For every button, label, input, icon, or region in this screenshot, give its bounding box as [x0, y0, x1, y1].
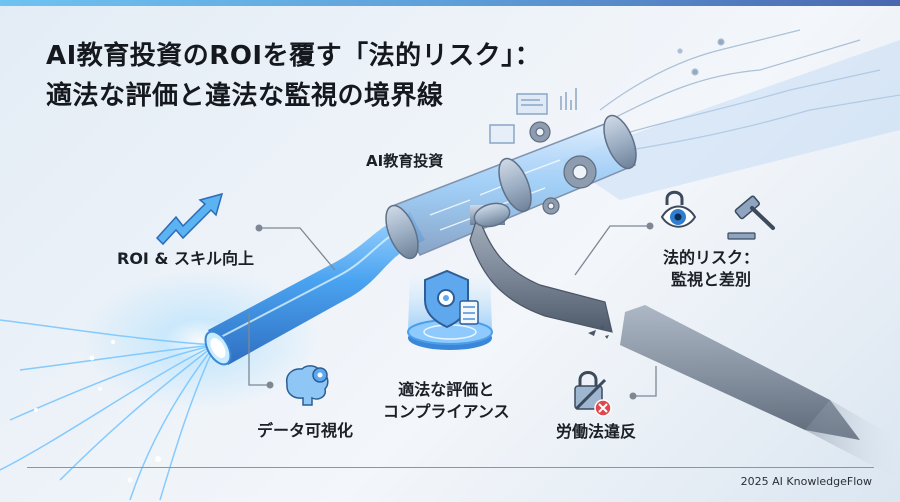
label-legal-risk: 法的リスク： 監視と差別 [663, 247, 759, 291]
floating-chart-icon [489, 88, 577, 144]
healthy-pipe [208, 212, 425, 365]
brain-gear-icon [285, 365, 329, 406]
label-roi-skill: ROI & スキル向上 [117, 249, 254, 268]
connector-lines [248, 225, 657, 397]
broken-pipe-lower [620, 305, 860, 440]
data-beam [560, 40, 900, 200]
broken-pipe-upper [469, 213, 613, 333]
title-line-1: AI教育投資のROIを覆す「法的リスク」： [46, 41, 542, 71]
pipe-label-ai-investment: AI教育投資 [366, 152, 444, 170]
label-labor-law-violation: 労働法違反 [556, 422, 637, 441]
eye-lock-icon [660, 190, 697, 228]
accent-bar [0, 0, 900, 6]
label-legal-risk-line-2: 監視と差別 [671, 270, 752, 289]
footer-divider [27, 467, 874, 468]
label-legal-risk-line-1: 法的リスク： [663, 248, 760, 267]
label-compliance: 適法な評価と コンプライアンス [383, 379, 510, 423]
spray-sparkles [34, 340, 161, 483]
pipe-debris [588, 325, 609, 339]
gavel-icon [727, 195, 775, 240]
data-stream-lines [599, 29, 900, 151]
pipe-collar [385, 114, 637, 260]
title-line-2: 適法な評価と違法な監視の境界線 [46, 81, 444, 111]
gear-icon [529, 121, 597, 215]
label-compliance-line-2: コンプライアンス [383, 402, 510, 421]
water-spray [0, 319, 216, 501]
footer-credit: 2025 AI KnowledgeFlow [740, 475, 872, 488]
label-data-visualization: データ可視化 [257, 421, 354, 440]
broken-chain-lock-icon [574, 371, 612, 417]
label-compliance-line-1: 適法な評価と [398, 380, 495, 399]
shield-gear-checklist-icon [424, 269, 479, 329]
page-title: AI教育投資のROIを覆す「法的リスク」： 適法な評価と違法な監視の境界線 [46, 36, 541, 116]
trend-up-arrow-icon [155, 192, 224, 246]
